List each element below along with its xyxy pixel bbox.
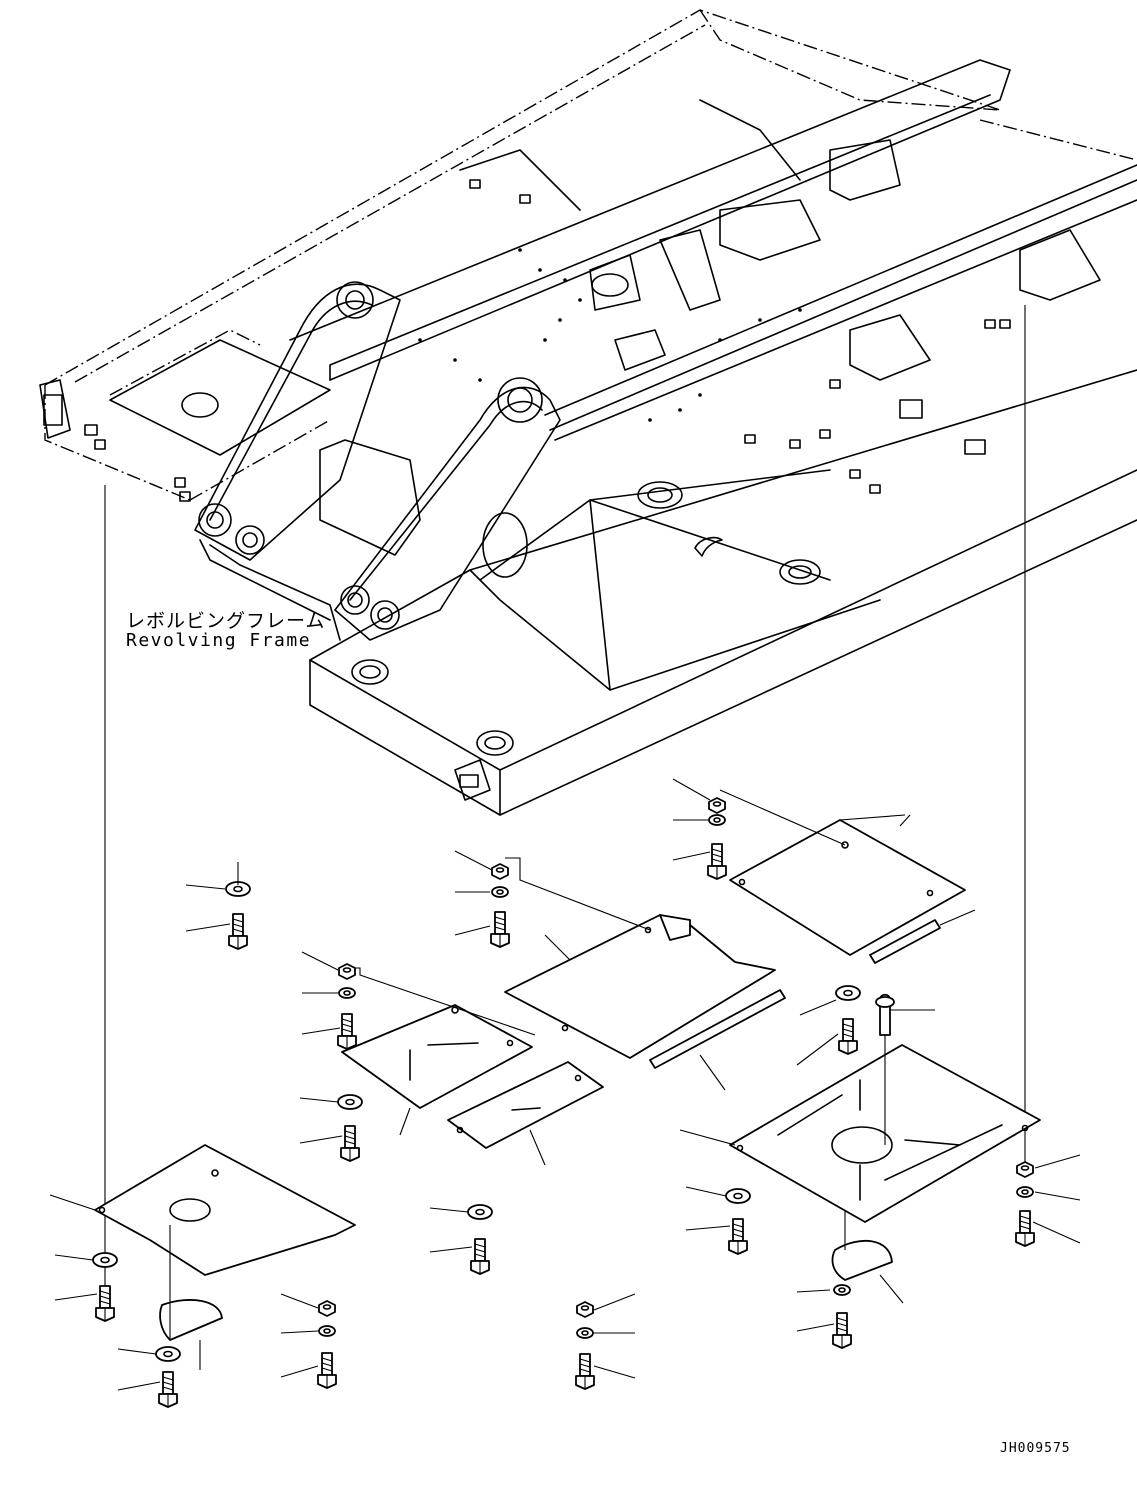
inspection-cover-left — [159, 1225, 223, 1370]
drawing-id: JH009575 — [1000, 1441, 1071, 1456]
cover-plate-middle-small — [447, 1061, 604, 1166]
frame-label-jp: レボルビングフレーム — [126, 610, 326, 632]
cover-plate-left-large — [49, 1144, 356, 1276]
cover-plate-center — [504, 857, 786, 1091]
leader-lines — [54, 778, 1081, 1391]
inspection-cover-right — [831, 1210, 904, 1304]
cover-plate-top-right — [719, 789, 976, 964]
revolving-frame — [39, 9, 1137, 816]
frame-label-en: Revolving Frame — [126, 630, 312, 651]
cover-plate-right-large — [679, 993, 1041, 1223]
cover-plate-left-small — [341, 967, 536, 1136]
